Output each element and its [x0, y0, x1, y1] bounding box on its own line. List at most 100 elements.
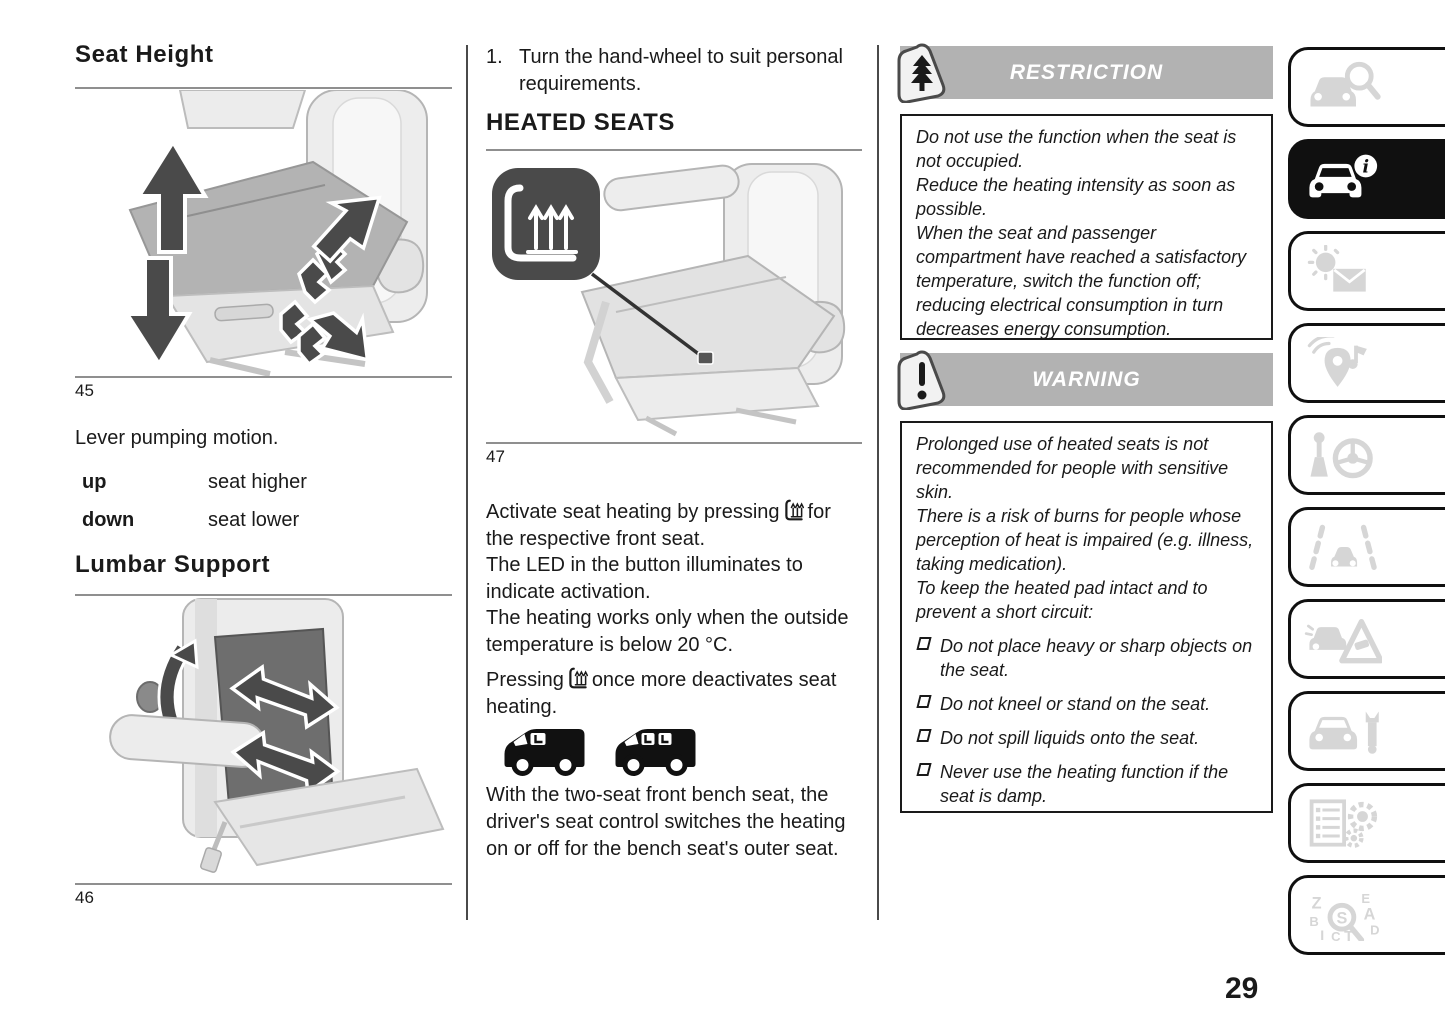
- warning-header: WARNING: [900, 353, 1273, 406]
- warning-bullet-item: Do not place heavy or sharp objects on t…: [916, 634, 1257, 682]
- square-bullet-icon: [916, 695, 932, 708]
- svg-text:T: T: [1344, 928, 1354, 941]
- figure-heated-seat: [486, 152, 862, 446]
- square-bullet-icon: [916, 729, 932, 742]
- text: Activate seat heating by pressing: [486, 501, 780, 523]
- warning-triangle-icon: [897, 350, 946, 410]
- sidebar-tab-technical-data[interactable]: [1288, 783, 1445, 863]
- crew-van-icon: [615, 729, 696, 776]
- warning-bullet-text: Do not kneel or stand on the seat.: [940, 694, 1211, 714]
- heated-seats-paragraph-3: The heating works only when the outside …: [486, 607, 849, 656]
- svg-text:I: I: [1320, 927, 1324, 941]
- step-number: 1.: [486, 46, 503, 68]
- warning-bullet-item: Never use the heating function if the se…: [916, 760, 1257, 808]
- table-value: seat higher: [208, 471, 307, 493]
- column-divider: [877, 45, 879, 920]
- sidebar-tab-driving-safety[interactable]: [1288, 507, 1445, 587]
- sidebar-tab-infotainment[interactable]: [1288, 323, 1445, 403]
- heated-seat-illustration-icon: [492, 163, 846, 437]
- restriction-line: Reduce the heating intensity as soon as …: [916, 175, 1236, 219]
- restriction-line: When the seat and passenger compartment …: [916, 223, 1247, 339]
- warning-line: Prolonged use of heated seats is not rec…: [916, 434, 1229, 502]
- warning-bullet-item: Do not spill liquids onto the seat.: [916, 726, 1257, 750]
- divider: [75, 594, 452, 596]
- car-search-icon: [1310, 61, 1381, 107]
- restriction-title: RESTRICTION: [1009, 60, 1164, 84]
- warning-title: WARNING: [1032, 367, 1141, 391]
- restriction-header: RESTRICTION: [900, 46, 1273, 99]
- square-bullet-icon: [916, 763, 932, 776]
- warning-bullet-text: Never use the heating function if the se…: [940, 762, 1229, 806]
- eco-tree-triangle-icon: [897, 43, 946, 103]
- sidebar-tab-starting-driving[interactable]: [1288, 415, 1445, 495]
- table-row: down seat lower: [82, 509, 452, 532]
- sidebar-tab-emergency[interactable]: [1288, 599, 1445, 679]
- heated-seats-paragraph-5: With the two-seat front bench seat, the …: [486, 784, 846, 860]
- text: for the respective front seat.: [486, 501, 831, 550]
- svg-text:A: A: [1364, 905, 1376, 923]
- warning-line: There is a risk of burns for people whos…: [916, 506, 1254, 574]
- divider: [75, 883, 452, 885]
- car-warning-triangle-icon: [1304, 618, 1382, 664]
- seat-height-illustration-icon: [123, 89, 428, 377]
- figure-caption: 46: [75, 888, 94, 907]
- sidebar-tab-warning-lights[interactable]: [1288, 231, 1445, 311]
- svg-text:C: C: [1331, 929, 1341, 941]
- svg-text:S: S: [1336, 910, 1347, 928]
- text: Pressing: [486, 669, 564, 691]
- divider: [486, 442, 862, 444]
- figure-seat-height: [75, 89, 452, 381]
- lumbar-support-illustration-icon: [109, 598, 445, 873]
- svg-text:i: i: [1362, 158, 1369, 178]
- table-row: up seat higher: [82, 471, 452, 494]
- gearshift-steering-icon: [1310, 432, 1373, 479]
- spec-list-gears-icon: [1309, 799, 1378, 848]
- svg-text:D: D: [1370, 923, 1379, 938]
- step-item: 1. Turn the hand-wheel to suit personal …: [486, 44, 862, 98]
- vehicle-variant-icons: [497, 724, 703, 776]
- sidebar-tab-dashboard-info[interactable]: i: [1288, 139, 1445, 219]
- svg-text:Z: Z: [1312, 895, 1322, 913]
- car-info-icon: i: [1309, 154, 1378, 198]
- figure-lumbar-support: [75, 597, 452, 887]
- step-text: Turn the hand-wheel to suit personal req…: [519, 46, 843, 95]
- square-bullet-icon: [916, 637, 932, 650]
- lumbar-support-title: Lumbar Support: [75, 551, 271, 578]
- panel-van-icon: [504, 729, 585, 776]
- table-label: up: [82, 471, 107, 493]
- sun-envelope-icon: [1307, 245, 1366, 292]
- lever-pumping-text: Lever pumping motion.: [75, 427, 279, 449]
- svg-text:E: E: [1361, 891, 1370, 906]
- seat-height-title: Seat Height: [75, 41, 214, 68]
- car-lane-icon: [1308, 524, 1378, 572]
- warning-bullet-text: Do not place heavy or sharp objects on t…: [940, 636, 1253, 680]
- heated-seats-title: HEATED SEATS: [486, 109, 675, 136]
- svg-text:B: B: [1309, 914, 1318, 929]
- sidebar-tab-getting-to-know[interactable]: [1288, 47, 1445, 127]
- sidebar-tab-service[interactable]: [1288, 691, 1445, 771]
- table-value: seat lower: [208, 509, 300, 531]
- figure-caption: 47: [486, 447, 505, 466]
- column-divider: [466, 45, 468, 920]
- divider: [75, 376, 452, 378]
- page-number: 29: [1225, 972, 1259, 1005]
- warning-line: To keep the heated pad intact and to pre…: [916, 578, 1208, 622]
- divider: [75, 87, 452, 89]
- restriction-box: Do not use the function when the seat is…: [900, 114, 1273, 340]
- figure-caption: 45: [75, 381, 94, 400]
- heated-seats-paragraph-2: The LED in the button illuminates to ind…: [486, 554, 803, 603]
- warning-bullet-item: Do not kneel or stand on the seat.: [916, 692, 1257, 716]
- warning-box: Prolonged use of heated seats is not rec…: [900, 421, 1273, 813]
- heated-seat-button-icon: [784, 499, 804, 521]
- divider: [486, 149, 862, 151]
- restriction-line: Do not use the function when the seat is…: [916, 127, 1237, 171]
- car-wrench-icon: [1309, 711, 1379, 754]
- text: once more deactivates seat heating.: [486, 669, 837, 718]
- warning-bullet-text: Do not spill liquids onto the seat.: [940, 728, 1200, 748]
- heated-seat-button-icon: [569, 667, 588, 689]
- table-label: down: [82, 509, 135, 531]
